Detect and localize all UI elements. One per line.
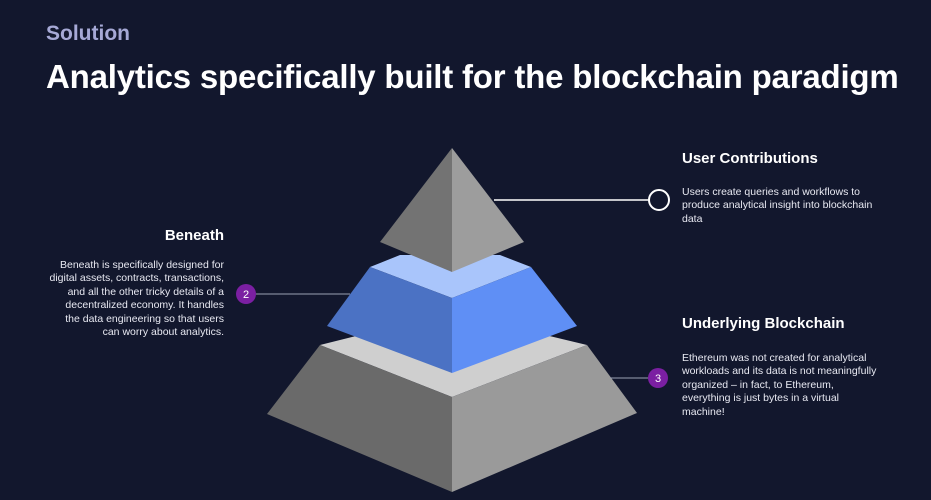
marker-bottom-label: 3 [655, 373, 661, 385]
layer-title: User Contributions [682, 150, 818, 167]
layer-user-contributions: User Contributions Users create queries … [682, 150, 882, 226]
pyramid-layer-bottom [267, 333, 637, 492]
section-eyebrow: Solution [46, 22, 130, 45]
layer-title: Beneath [164, 227, 224, 244]
layer-description: Users create queries and workflows to pr… [682, 186, 873, 225]
marker-middle-label: 2 [243, 289, 249, 301]
marker-top [648, 189, 670, 211]
pyramid-layer-top [380, 148, 524, 272]
marker-middle [236, 284, 256, 304]
layer-description: Ethereum was not created for analytical … [682, 352, 877, 418]
layer-underlying-blockchain: Underlying Blockchain Ethereum was not c… [682, 315, 882, 419]
layer-description: Beneath is specifically designed for dig… [49, 259, 225, 339]
layer-beneath: Beneath Beneath is specifically designed… [49, 227, 225, 339]
layer-title: Underlying Blockchain [682, 315, 845, 332]
marker-bottom [648, 368, 668, 388]
page-title: Analytics specifically built for the blo… [46, 58, 899, 95]
pyramid-layer-middle [327, 255, 577, 373]
